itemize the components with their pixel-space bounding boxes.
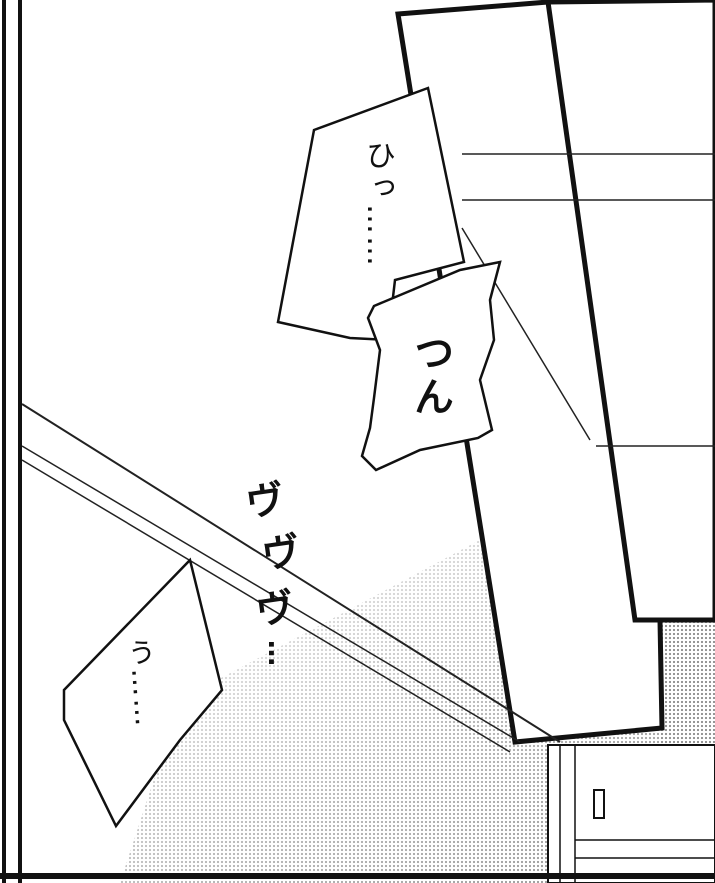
speech-bubble-2 (360, 260, 502, 472)
sfx-vu-2: ヴ (259, 528, 303, 578)
speech-text-tsun: つん (407, 332, 453, 420)
sfx-vu-3: ヴ (253, 584, 297, 634)
wall-lines (461, 153, 715, 447)
door-edge (545, 1, 715, 623)
sfx-vu-1: ヴ (243, 476, 287, 526)
speech-bubble-3 (62, 557, 224, 829)
ceiling-lines (21, 403, 561, 753)
speech-text-u: う…… (122, 636, 163, 730)
sfx-dots: … (262, 640, 292, 666)
speech-text-hi: ひっ…… (360, 140, 395, 268)
cabinet (547, 744, 715, 883)
